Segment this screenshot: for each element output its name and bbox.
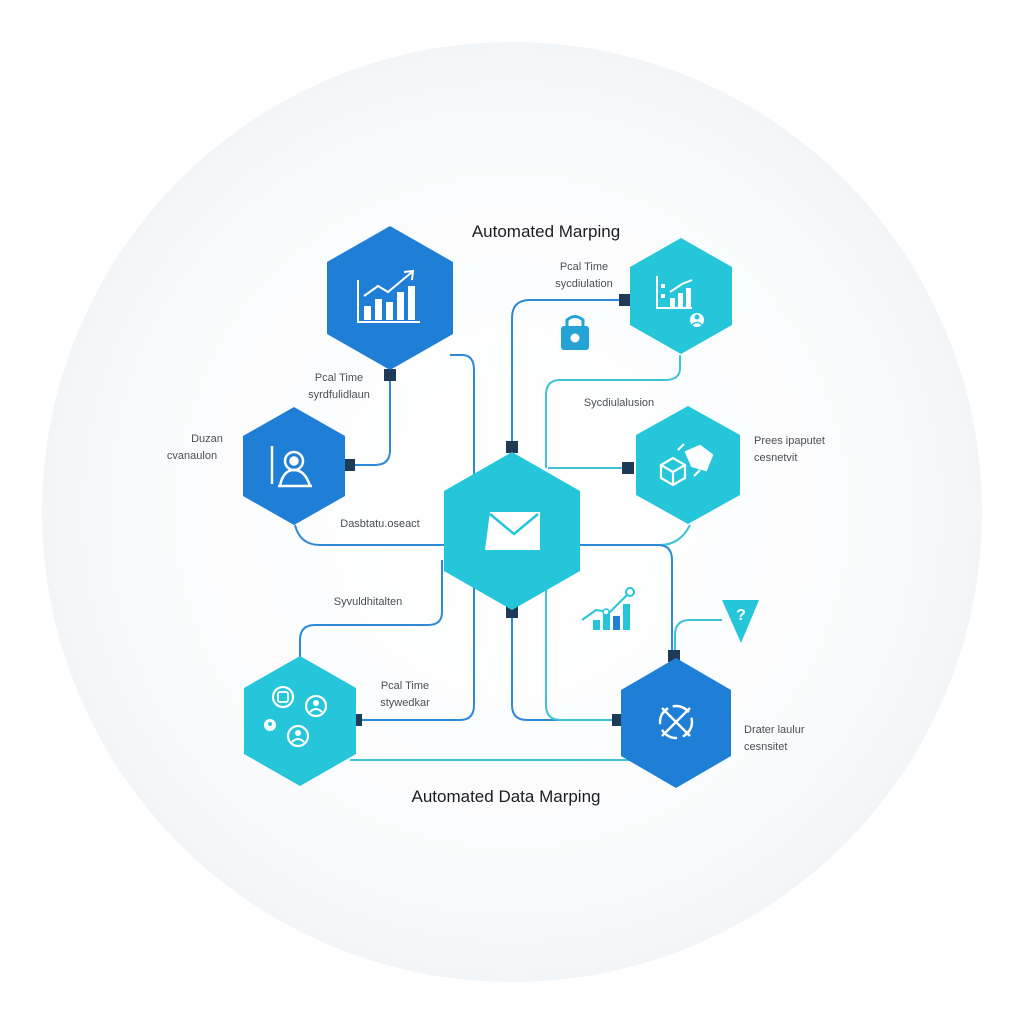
node-team[interactable] bbox=[244, 656, 356, 786]
label-dusan-2: cvanaulon bbox=[167, 450, 217, 462]
chart-users-icon bbox=[656, 276, 704, 327]
top-title: Automated Marping bbox=[472, 222, 620, 241]
node-tools[interactable] bbox=[621, 658, 731, 788]
label-synchronisation: Syvuldhitalten bbox=[334, 596, 403, 608]
svg-text:?: ? bbox=[736, 607, 746, 624]
label-realtime-left-1: Pcal Time bbox=[315, 372, 363, 384]
label-process-1: Prees ipaputet bbox=[754, 435, 825, 447]
node-exchange[interactable] bbox=[636, 406, 740, 524]
people-cluster-icon bbox=[264, 685, 328, 748]
node-analytics[interactable] bbox=[327, 226, 453, 370]
label-process-2: cesnetvit bbox=[754, 452, 797, 464]
label-realtime-bottom-1: Pcal Time bbox=[381, 680, 429, 692]
question-pin-icon: ? bbox=[722, 600, 759, 643]
connection-lines bbox=[294, 299, 722, 761]
envelope-icon bbox=[485, 512, 540, 550]
node-user-search[interactable] bbox=[243, 407, 345, 525]
label-realtime-left-2: syrdfulidlaun bbox=[308, 389, 370, 401]
label-realtime-top-2: sycdiulation bbox=[555, 278, 612, 290]
label-dusan-1: Duzan bbox=[191, 433, 223, 445]
label-drafter-1: Drater laulur bbox=[744, 724, 805, 736]
node-dashboard-small[interactable] bbox=[630, 238, 732, 354]
mini-chart-icon bbox=[581, 587, 635, 630]
lock-icon bbox=[561, 315, 589, 350]
bottom-title: Automated Data Marping bbox=[412, 787, 601, 806]
bar-chart-up-icon bbox=[357, 269, 420, 323]
label-sycdiulation-mid: Sycdiulalusion bbox=[584, 397, 654, 409]
label-realtime-top-1: Pcal Time bbox=[560, 261, 608, 273]
node-hub[interactable] bbox=[444, 452, 580, 610]
label-realtime-bottom-2: stywedkar bbox=[380, 697, 430, 709]
cube-exchange-icon bbox=[659, 443, 714, 487]
crossed-tools-icon bbox=[658, 704, 694, 740]
user-search-icon bbox=[270, 446, 312, 488]
label-drafter-2: cesnsitet bbox=[744, 741, 787, 753]
label-dashboard: Dasbtatu.oseact bbox=[340, 518, 420, 530]
